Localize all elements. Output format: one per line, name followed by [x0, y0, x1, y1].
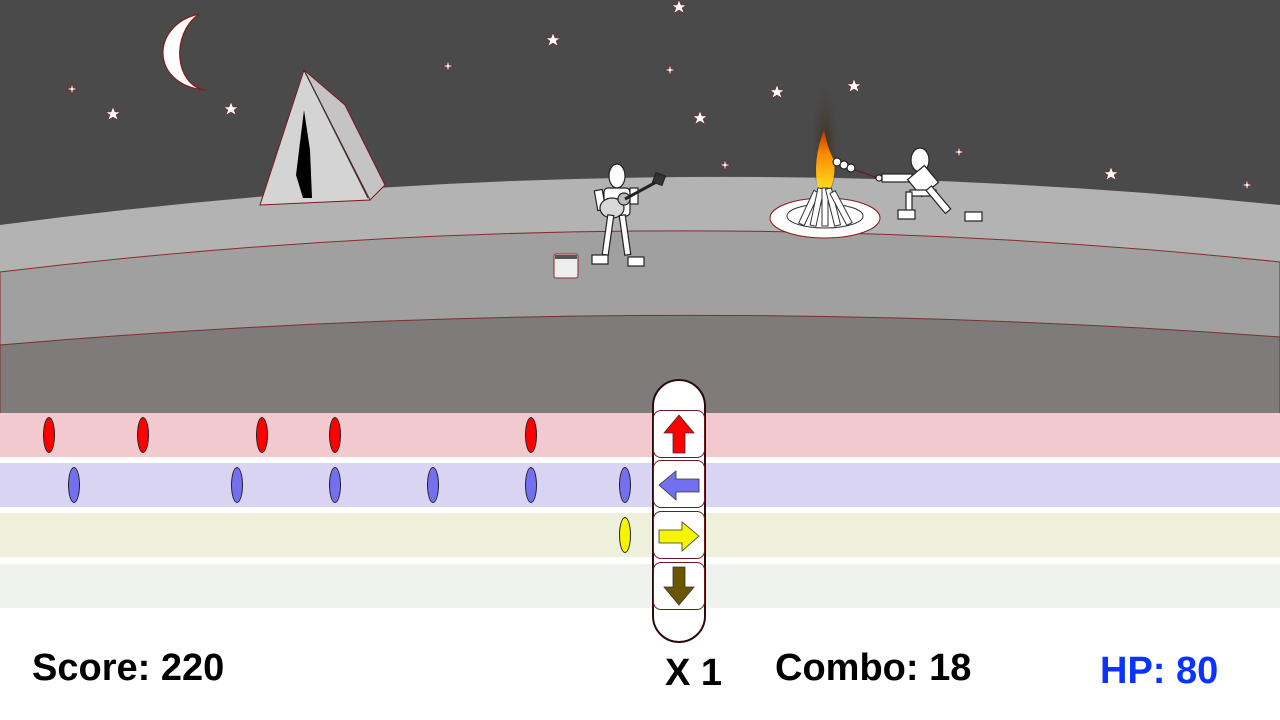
arrow-down-icon	[663, 566, 695, 606]
note-up	[137, 417, 149, 453]
tent	[259, 68, 386, 206]
note-up	[256, 417, 268, 453]
lane-up	[0, 413, 1280, 457]
score-value: 220	[160, 647, 225, 689]
receptor-up[interactable]	[653, 410, 705, 458]
receptor-down[interactable]	[653, 562, 705, 610]
star-icon	[671, 0, 687, 14]
lane-left	[0, 463, 1280, 507]
lane-down	[0, 564, 1280, 608]
combo-display: Combo: 18	[775, 647, 971, 690]
moon-icon	[162, 13, 206, 91]
note-up	[525, 417, 537, 453]
note-left	[427, 467, 439, 503]
hp-value: 80	[1176, 650, 1219, 692]
hp-label: HP:	[1100, 650, 1166, 692]
sparkle-icon	[65, 82, 79, 96]
guitarist	[591, 163, 667, 267]
note-left	[619, 467, 631, 503]
note-left	[68, 467, 80, 503]
multiplier-label: X	[665, 652, 691, 694]
note-left	[329, 467, 341, 503]
star-icon	[846, 78, 862, 93]
hp-display: HP: 80	[1100, 650, 1218, 693]
marshmallow-roaster	[832, 147, 983, 222]
score-display: Score: 220	[32, 647, 224, 690]
star-icon	[769, 84, 785, 99]
sparkle-icon	[663, 63, 677, 77]
lane-right	[0, 513, 1280, 557]
sparkle-icon	[718, 158, 732, 172]
star-icon	[545, 32, 561, 47]
combo-value: 18	[929, 647, 972, 689]
amplifier	[553, 253, 579, 279]
note-left	[231, 467, 243, 503]
ground-near	[0, 314, 1280, 421]
multiplier-value: 1	[700, 652, 723, 694]
score-label: Score:	[32, 647, 151, 689]
multiplier-display: X 1	[665, 652, 722, 695]
receptor-right[interactable]	[653, 511, 705, 559]
receptor-left[interactable]	[653, 460, 705, 508]
note-right	[619, 517, 631, 553]
sparkle-icon	[952, 145, 966, 159]
arrow-left-icon	[658, 470, 700, 501]
arrow-up-icon	[663, 414, 695, 454]
sparkle-icon	[441, 59, 455, 73]
arrow-right-icon	[658, 521, 700, 552]
star-icon	[1103, 166, 1119, 181]
note-left	[525, 467, 537, 503]
note-up	[43, 417, 55, 453]
note-up	[329, 417, 341, 453]
combo-label: Combo:	[775, 647, 919, 689]
star-icon	[105, 106, 121, 121]
star-icon	[692, 110, 708, 125]
stars	[65, 0, 1254, 192]
campfire	[769, 45, 881, 239]
sparkle-icon	[1240, 178, 1254, 192]
star-icon	[223, 101, 239, 116]
